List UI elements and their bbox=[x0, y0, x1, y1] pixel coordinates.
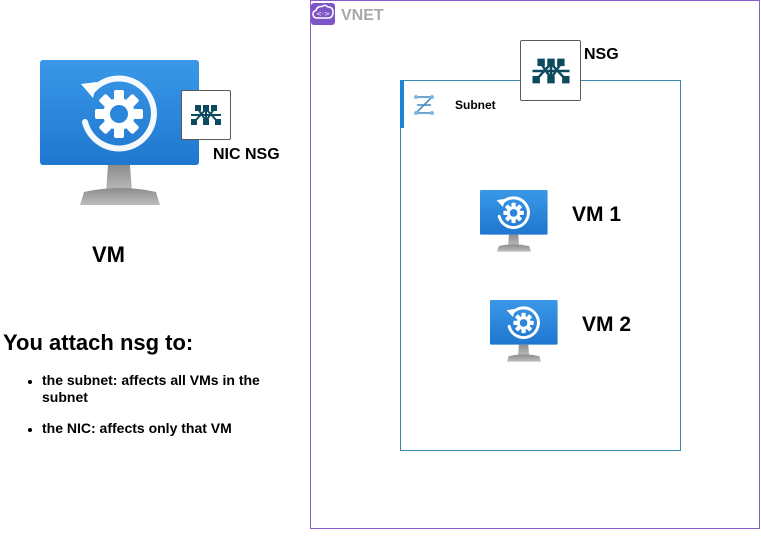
vm1-icon bbox=[480, 189, 548, 252]
subnet-icon bbox=[413, 94, 435, 116]
virtual-network-icon: <·> bbox=[311, 3, 335, 25]
vnet-container bbox=[310, 0, 760, 529]
list-item: the NIC: affects only that VM bbox=[26, 420, 296, 437]
subnet-label: Subnet bbox=[455, 98, 496, 112]
vm2-icon bbox=[490, 299, 558, 362]
nsg-label: NSG bbox=[584, 46, 619, 63]
network-security-group-icon bbox=[520, 40, 581, 101]
svg-text:<·>: <·> bbox=[316, 10, 330, 18]
explanation-heading: You attach nsg to: bbox=[3, 330, 194, 355]
vm2-label: VM 2 bbox=[582, 313, 632, 336]
explanation-list: the subnet: affects all VMs in the subne… bbox=[26, 372, 296, 451]
nic-nsg-label: NIC NSG bbox=[213, 146, 280, 163]
nic-nsg-icon bbox=[181, 90, 231, 140]
vm1-label: VM 1 bbox=[572, 203, 622, 226]
vm-label: VM bbox=[92, 242, 125, 267]
virtual-machine-icon bbox=[40, 60, 199, 205]
subnet-accent-bar bbox=[400, 80, 404, 128]
subnet-container bbox=[400, 80, 681, 451]
vnet-label: VNET bbox=[341, 7, 384, 24]
list-item: the subnet: affects all VMs in the subne… bbox=[26, 372, 296, 406]
